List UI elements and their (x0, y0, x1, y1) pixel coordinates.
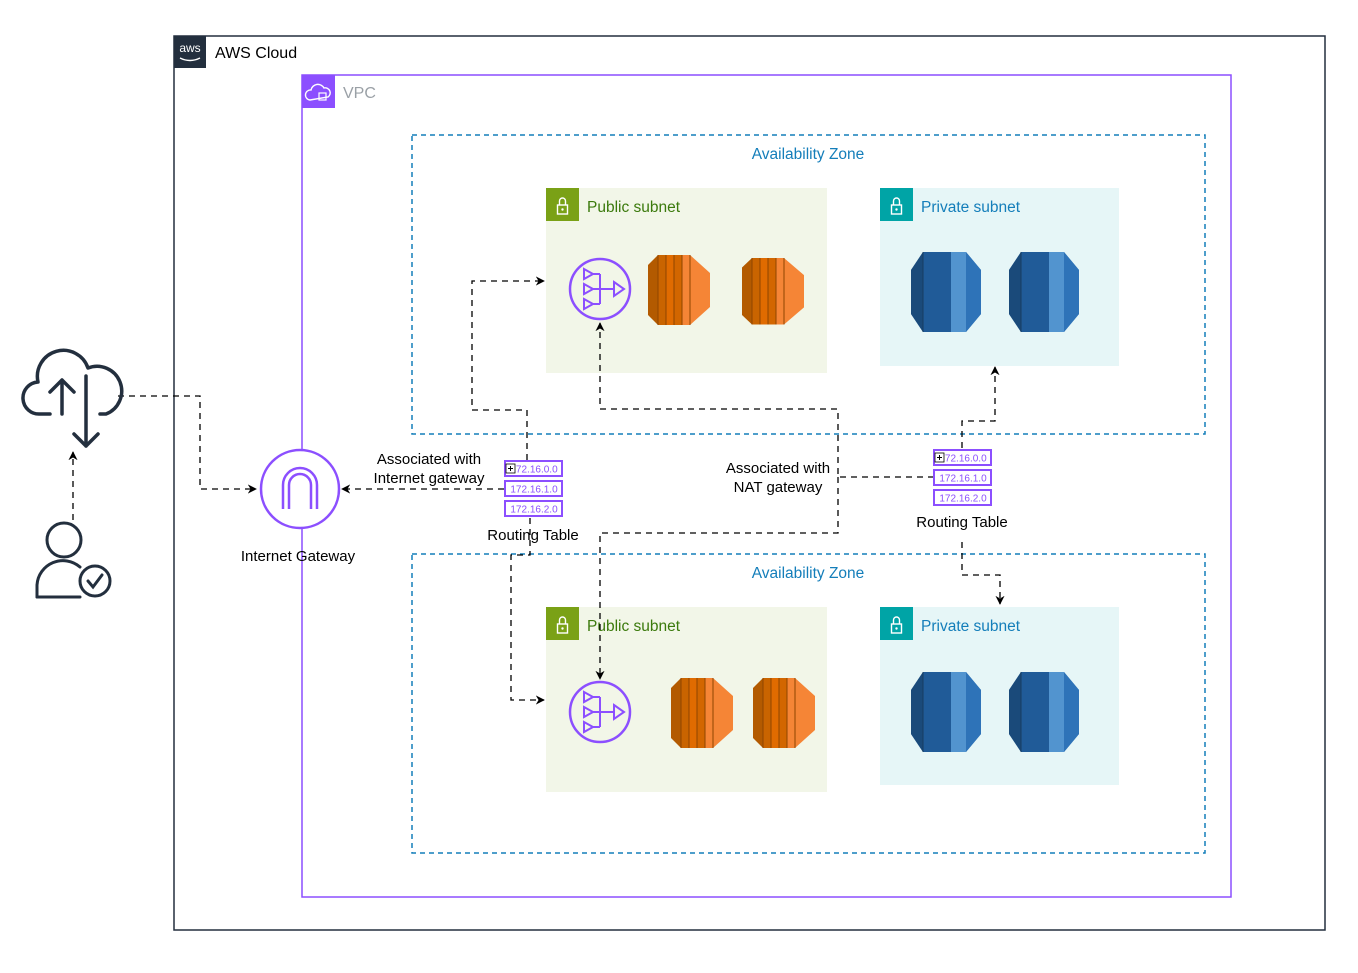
database-1b-icon (1008, 251, 1080, 333)
connector-cloud-to-igw (118, 395, 257, 494)
routing-table-2-route-2: 172.16.1.0 (939, 474, 987, 485)
availability-zone-1-label: Availability Zone (752, 146, 865, 163)
routing-table-2-expand-icon (934, 452, 945, 463)
private-subnet-1-lock-icon (880, 188, 913, 221)
public-subnet-1-lock-icon (546, 188, 579, 221)
public-subnet-1-label: Public subnet (587, 199, 681, 216)
aws-cloud-label: AWS Cloud (215, 45, 297, 62)
database-1a-icon (910, 251, 982, 333)
routing-table-2-route-3: 172.16.2.0 (939, 494, 987, 505)
routing-table-1-association-line-1: Associated with (377, 451, 481, 468)
private-subnet-2-lock-icon (880, 607, 913, 640)
vpc-icon (302, 75, 335, 108)
ec2-instance-1b-icon (741, 257, 805, 325)
database-2a-icon (910, 671, 982, 753)
vpc-label: VPC (343, 85, 376, 102)
routing-table-2: 172.16.0.0 172.16.1.0 172.16.2.0 (933, 449, 992, 506)
routing-table-2-association-line-1: Associated with (726, 460, 830, 477)
private-subnet-1-label: Private subnet (921, 199, 1021, 216)
connector-rt2-to-nat-2 (595, 477, 839, 680)
connectors (68, 276, 1005, 705)
aws-logo-icon: aws (174, 36, 206, 68)
connector-rt2-to-nat-1 (595, 322, 934, 478)
cloud-upload-download-icon (21, 348, 124, 448)
routing-table-1-route-3: 172.16.2.0 (510, 505, 558, 516)
routing-table-1-route-2: 172.16.1.0 (510, 485, 558, 496)
routing-table-1-expand-icon (505, 463, 516, 474)
internet-gateway-label: Internet Gateway (241, 548, 356, 565)
routing-table-2-association-line-2: NAT gateway (734, 479, 823, 496)
routing-table-1-caption: Routing Table (487, 527, 578, 544)
private-subnet-2-label: Private subnet (921, 618, 1021, 635)
ec2-instance-2a-icon (670, 677, 734, 749)
routing-table-2-caption: Routing Table (916, 514, 1007, 531)
aws-cloud-group (173, 35, 1326, 931)
ec2-instance-1a-icon (647, 254, 711, 326)
availability-zone-1 (411, 134, 1206, 435)
routing-table-2-route-1: 172.16.0.0 (939, 454, 987, 465)
ec2-instance-2b-icon (752, 677, 816, 749)
connector-rt2-to-private-subnet-2 (961, 542, 1005, 605)
connector-rt1-to-public-subnet-2 (510, 518, 545, 705)
user-check-icon (35, 521, 112, 599)
routing-table-1-association-line-2: Internet gateway (374, 470, 485, 487)
availability-zone-2-label: Availability Zone (752, 565, 865, 582)
routing-table-1-route-1: 172.16.0.0 (510, 465, 558, 476)
public-subnet-2-label: Public subnet (587, 618, 681, 635)
internet-gateway-icon (259, 448, 341, 530)
database-2b-icon (1008, 671, 1080, 753)
public-subnet-2-lock-icon (546, 607, 579, 640)
routing-table-1: 172.16.0.0 172.16.1.0 172.16.2.0 (504, 460, 563, 517)
availability-zone-2 (411, 553, 1206, 854)
connector-rt1-to-public-subnet-1 (471, 276, 545, 460)
svg-text:aws: aws (179, 41, 200, 55)
connector-rt2-to-private-subnet-1 (961, 366, 1000, 448)
